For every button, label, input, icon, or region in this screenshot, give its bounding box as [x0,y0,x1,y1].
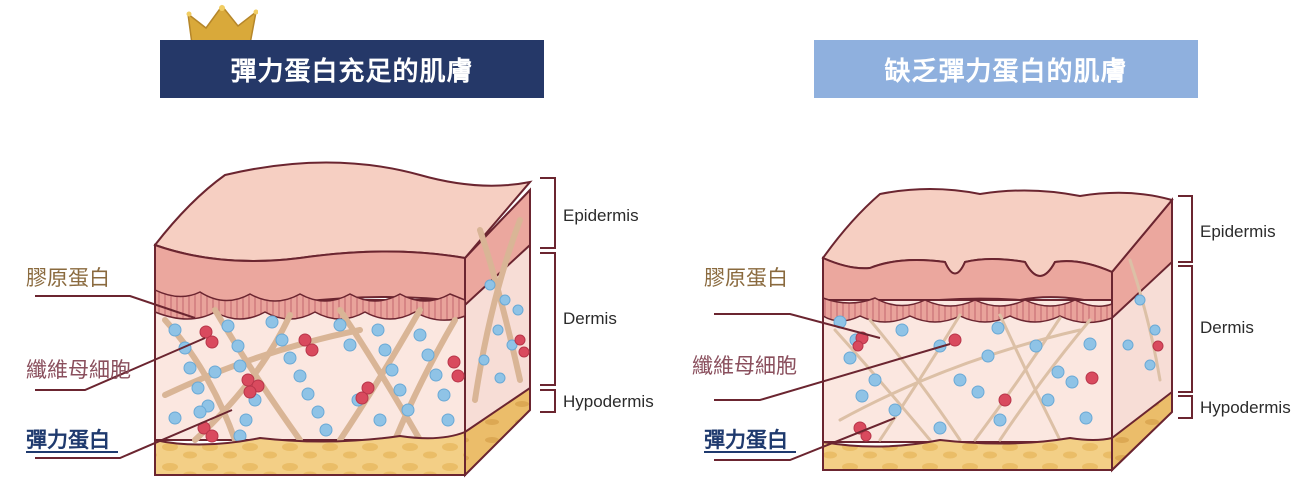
panel-title: 彈力蛋白充足的肌膚 [230,56,474,87]
collagen-fibers [833,258,1162,442]
collagen-label: 膠原蛋白 [704,266,788,290]
fibroblasts [852,331,1164,442]
layer-label-hypodermis: Hypodermis [1200,398,1291,417]
layer-brackets [540,177,556,413]
panel-title: 缺乏彈力蛋白的肌膚 [884,56,1128,87]
fibroblasts [197,325,530,443]
elastin-label: 彈力蛋白 [26,428,110,452]
skin-block-sufficient [35,161,556,478]
fibroblast-label: 纖維母細胞 [692,354,797,378]
title-banner-sufficient: 彈力蛋白充足的肌膚 [160,40,544,98]
fibroblast-label: 纖維母細胞 [26,358,131,382]
leader-lines [35,295,233,459]
layer-label-dermis: Dermis [1200,318,1254,337]
layer-label-epidermis: Epidermis [563,206,639,225]
leader-lines [714,313,951,461]
hypodermis-front [154,430,466,476]
elastin-fibers [168,279,524,443]
collagen-label: 膠原蛋白 [26,266,110,290]
layer-label-dermis: Dermis [563,309,617,328]
layer-label-epidermis: Epidermis [1200,222,1276,241]
top-face [153,161,533,263]
elastin-label: 彈力蛋白 [704,428,788,452]
epidermis-ridge-band [822,296,1113,324]
skin-block-deficient [714,188,1193,473]
elastin-fibers [833,294,1161,435]
dermis-front [822,299,1113,443]
title-banner-deficient: 缺乏彈力蛋白的肌膚 [814,40,1198,98]
epidermis-ridge-band [154,288,466,321]
hypodermis-front [822,436,1113,471]
layer-brackets [1178,195,1193,419]
layer-label-hypodermis: Hypodermis [563,392,654,411]
